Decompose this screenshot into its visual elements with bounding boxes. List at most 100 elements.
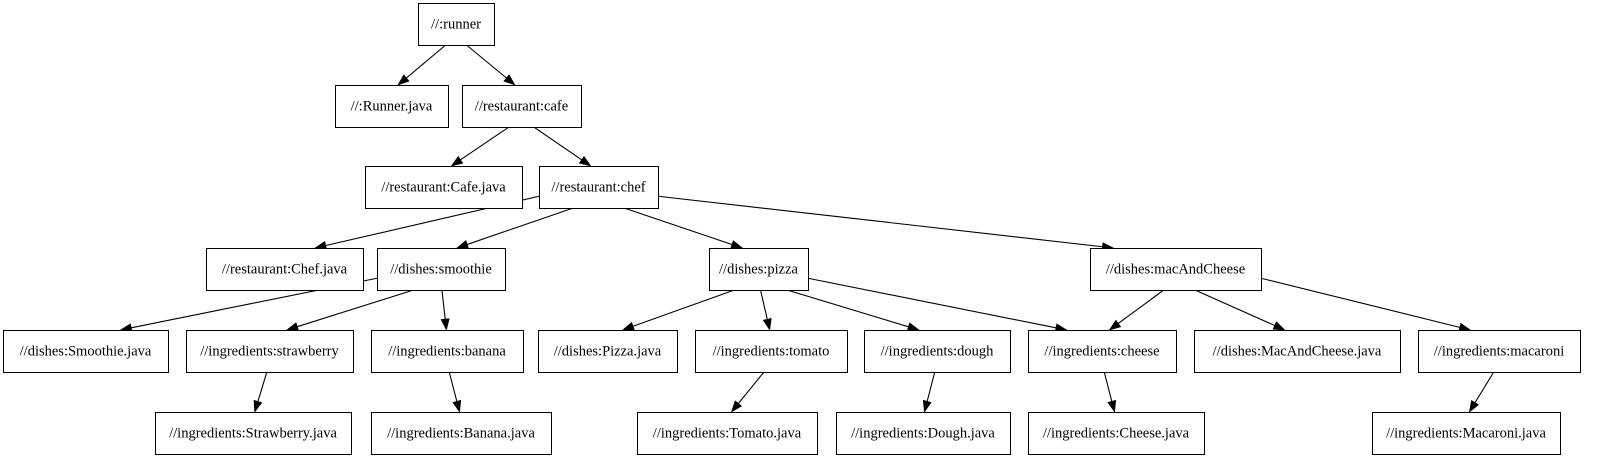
graph-node-ing_tomato[interactable]: //ingredients:tomato [695, 330, 848, 373]
node-box[interactable] [335, 85, 449, 128]
graph-edge-restaurant_chef-to-dishes_macandcheese [657, 195, 1103, 248]
graph-node-ing_cheese[interactable]: //ingredients:cheese [1028, 330, 1177, 373]
node-label: //ingredients:Banana.java [387, 425, 535, 441]
graph-edge-runner-to-restaurant_cafe [466, 44, 507, 79]
node-box[interactable] [709, 248, 809, 291]
graph-edge-dishes_macandcheese-to-ing_cheese [1117, 289, 1165, 324]
arrowhead-icon [1108, 319, 1122, 331]
graph-edge-dishes_pizza-to-ing_cheese [807, 277, 1057, 329]
graph-edge-restaurant_chef-to-dishes_smoothie [467, 207, 574, 245]
arrowhead-icon [1107, 399, 1117, 413]
graph-node-dishes_smoothie_java[interactable]: //dishes:Smoothie.java [3, 330, 169, 373]
node-box[interactable] [206, 248, 364, 291]
graph-node-ing_dough[interactable]: //ingredients:dough [864, 330, 1011, 373]
node-box[interactable] [1372, 412, 1561, 455]
node-label: //restaurant:chef [551, 179, 645, 195]
node-label: //dishes:macAndCheese [1106, 261, 1245, 277]
arrowhead-icon [440, 318, 450, 331]
graph-node-ing_strawberry_java[interactable]: //ingredients:Strawberry.java [155, 412, 352, 455]
graph-node-ing_strawberry[interactable]: //ingredients:strawberry [186, 330, 354, 373]
node-box[interactable] [637, 412, 818, 455]
arrowhead-icon [452, 399, 462, 413]
graph-node-dishes_macandcheese[interactable]: //dishes:macAndCheese [1090, 248, 1262, 291]
node-label: //dishes:MacAndCheese.java [1213, 343, 1382, 359]
arrowhead-icon [285, 322, 299, 331]
graph-node-ing_dough_java[interactable]: //ingredients:Dough.java [836, 412, 1011, 455]
node-box[interactable] [371, 330, 524, 373]
node-box[interactable] [1028, 330, 1177, 373]
node-box[interactable] [371, 412, 552, 455]
graph-edge-ing_cheese-to-ing_cheese_java [1103, 371, 1113, 402]
arrowhead-icon [730, 400, 743, 413]
arrowhead-icon [578, 155, 592, 167]
graph-node-dishes_pizza[interactable]: //dishes:pizza [709, 248, 809, 291]
node-label: //ingredients:cheese [1044, 343, 1159, 359]
node-box[interactable] [1418, 330, 1581, 373]
node-label: //restaurant:Chef.java [222, 261, 348, 277]
arrowhead-icon [621, 321, 635, 331]
graph-node-restaurant_cafe[interactable]: //restaurant:cafe [462, 85, 582, 128]
node-box[interactable] [155, 412, 352, 455]
graph-node-dishes_smoothie[interactable]: //dishes:smoothie [377, 248, 506, 291]
node-box[interactable] [836, 412, 1011, 455]
arrowhead-icon [456, 240, 470, 249]
node-label: //ingredients:macaroni [1434, 343, 1564, 359]
node-label: //ingredients:strawberry [200, 343, 339, 359]
node-box[interactable] [1194, 330, 1401, 373]
graph-node-dishes_pizza_java[interactable]: //dishes:Pizza.java [538, 330, 678, 373]
node-label: //ingredients:dough [881, 343, 995, 359]
node-label: //ingredients:Dough.java [851, 425, 995, 441]
graph-node-runner[interactable]: //:runner [418, 3, 495, 46]
node-box[interactable] [365, 166, 523, 209]
node-label: //ingredients:Macaroni.java [1386, 425, 1546, 441]
node-box[interactable] [1028, 412, 1205, 455]
node-label: //ingredients:Tomato.java [653, 425, 802, 441]
node-label: //ingredients:tomato [713, 343, 830, 359]
arrowhead-icon [450, 155, 464, 167]
graph-edge-dishes_pizza-to-ing_tomato [759, 289, 768, 320]
graph-nodes-layer: //:runner //:Runner.java //restaurant:cafe… [3, 3, 1581, 455]
graph-node-ing_banana_java[interactable]: //ingredients:Banana.java [371, 412, 552, 455]
node-label: //dishes:Pizza.java [554, 343, 662, 359]
node-box[interactable] [186, 330, 354, 373]
node-label: //dishes:pizza [719, 261, 798, 277]
graph-node-ing_cheese_java[interactable]: //ingredients:Cheese.java [1028, 412, 1205, 455]
graph-node-ing_banana[interactable]: //ingredients:banana [371, 330, 524, 373]
arrowhead-icon [906, 322, 920, 332]
graph-node-ing_tomato_java[interactable]: //ingredients:Tomato.java [637, 412, 818, 455]
arrowhead-icon [1272, 321, 1286, 331]
graph-edge-dishes_macandcheese-to-dishes_macandcheese_java [1194, 289, 1275, 327]
node-box[interactable] [864, 330, 1011, 373]
node-box[interactable] [1090, 248, 1262, 291]
node-label: //restaurant:cafe [475, 98, 568, 114]
graph-node-runner_java[interactable]: //:Runner.java [335, 85, 449, 128]
graph-edge-restaurant_cafe-to-restaurant_cafe_java [460, 126, 510, 161]
graph-edge-dishes_pizza-to-dishes_pizza_java [632, 289, 735, 327]
node-box[interactable] [462, 85, 582, 128]
node-box[interactable] [539, 166, 659, 209]
arrowhead-icon [503, 74, 516, 86]
graph-node-dishes_macandcheese_java[interactable]: //dishes:MacAndCheese.java [1194, 330, 1401, 373]
node-box[interactable] [695, 330, 848, 373]
graph-node-restaurant_chef[interactable]: //restaurant:chef [539, 166, 659, 209]
arrowhead-icon [253, 399, 263, 413]
graph-node-restaurant_chef_java[interactable]: //restaurant:Chef.java [206, 248, 364, 291]
graph-node-ing_macaroni_java[interactable]: //ingredients:Macaroni.java [1372, 412, 1561, 455]
node-label: //dishes:Smoothie.java [20, 343, 152, 359]
node-box[interactable] [377, 248, 506, 291]
node-box[interactable] [3, 330, 169, 373]
node-box[interactable] [538, 330, 678, 373]
node-label: //dishes:smoothie [390, 261, 492, 277]
arrowhead-icon [922, 399, 932, 413]
graph-edge-ing_strawberry-to-ing_strawberry_java [257, 371, 268, 402]
graph-node-ing_macaroni[interactable]: //ingredients:macaroni [1418, 330, 1581, 373]
node-label: //restaurant:Cafe.java [381, 179, 506, 195]
graph-edge-runner-to-runner_java [406, 44, 447, 79]
node-label: //ingredients:Strawberry.java [169, 425, 337, 441]
graph-edge-ing_tomato-to-ing_tomato_java [737, 371, 765, 404]
arrowhead-icon [1468, 399, 1480, 413]
node-box[interactable] [418, 3, 495, 46]
node-label: //:Runner.java [351, 98, 433, 114]
graph-node-restaurant_cafe_java[interactable]: //restaurant:Cafe.java [365, 166, 523, 209]
